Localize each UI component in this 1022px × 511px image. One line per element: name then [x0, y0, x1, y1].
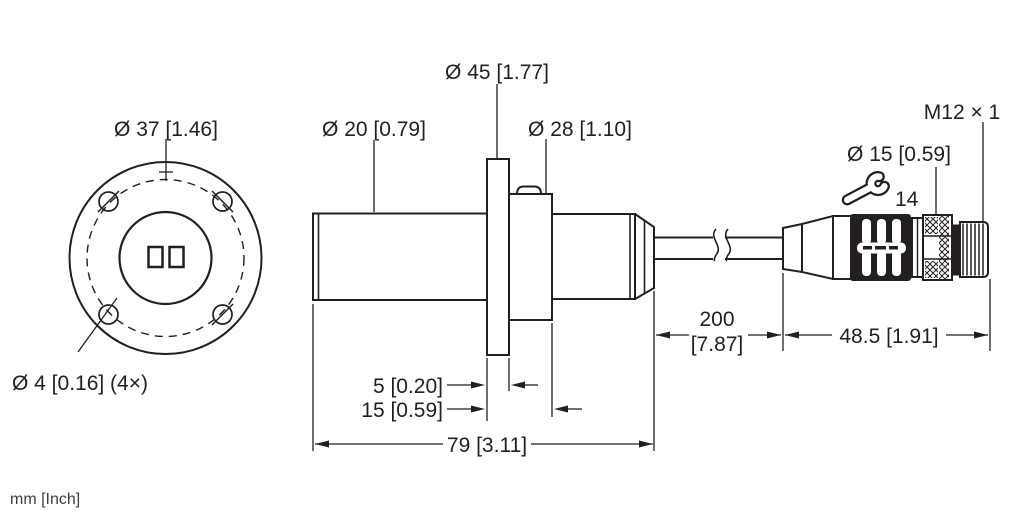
dim-arrow [785, 331, 799, 339]
knurl-texture [939, 216, 949, 279]
connector [782, 171, 989, 281]
sensor-face-element-left [147, 245, 164, 269]
flange-thickness-label: 5 [0.20] [373, 375, 443, 398]
dim-arrow [471, 381, 485, 389]
flange-outline [486, 158, 510, 356]
knurl-texture [925, 261, 938, 278]
flange-dia-label: Ø 45 [1.77] [445, 61, 549, 84]
mounting-hole-label: Ø 4 [0.16] (4×) [12, 372, 148, 395]
mounting-hole [212, 191, 233, 212]
dim-arrow [767, 331, 781, 339]
dimension-arrows [315, 331, 988, 448]
dim-arrow [974, 331, 988, 339]
dim-arrow [511, 381, 525, 389]
sensor-body-circle [118, 210, 213, 306]
labels: Ø 37 [1.46] Ø 4 [0.16] (4×) Ø 20 [0.79] … [10, 61, 1000, 508]
grip-groove [862, 251, 871, 276]
flange-section-label: 15 [0.59] [361, 399, 443, 422]
rear-housing-outline [551, 213, 636, 300]
body-dia-label: Ø 28 [1.10] [528, 118, 632, 141]
housing-end-cap [634, 213, 655, 300]
brand-mark [875, 246, 886, 250]
strain-relief-neck [832, 215, 853, 280]
dim-arrow [639, 440, 653, 448]
grip-groove [877, 219, 886, 244]
cable-break-icon [712, 228, 720, 262]
nut-dia-label: Ø 15 [0.59] [847, 143, 951, 166]
m12-thread-outline [959, 221, 989, 278]
strain-relief-taper [801, 214, 834, 281]
dim-arrow [471, 405, 485, 413]
cable-break-icon [724, 228, 732, 262]
dim-arrow [554, 405, 568, 413]
grip-groove [892, 251, 901, 276]
thread-collar [951, 224, 960, 276]
grip-groove [862, 219, 871, 244]
hole-slash [97, 190, 120, 213]
open-end-wrench-icon [841, 171, 890, 206]
bolt-circle-label: Ø 37 [1.46] [114, 118, 218, 141]
units-note: mm [Inch] [10, 491, 80, 508]
brand-mark [889, 246, 898, 250]
bolt-circle-dashed [86, 178, 245, 338]
thread-label: M12 × 1 [924, 101, 1000, 124]
dim-arrow [315, 440, 329, 448]
dimension-lines [312, 84, 991, 451]
cable-length-inch-label: [7.87] [691, 333, 744, 356]
knurl-texture [925, 217, 938, 234]
wrench-size-label: 14 [895, 188, 919, 211]
dim-arrow [656, 331, 670, 339]
m12-thread-lines [962, 223, 984, 276]
mounting-hole [98, 304, 119, 325]
mounting-hole [212, 304, 233, 325]
cable-gland-taper [782, 222, 803, 274]
barrel-dia-label: Ø 20 [0.79] [322, 118, 426, 141]
grip-groove [892, 219, 901, 244]
brand-mark [863, 246, 872, 250]
body-section-28 [508, 193, 553, 321]
flange-outer-circle [68, 161, 263, 355]
cable-length-mm-label: 200 [699, 308, 734, 331]
led-dome [516, 185, 542, 195]
sensor-face-element-right [168, 245, 185, 269]
grip-groove [877, 251, 886, 276]
mounting-hole [98, 191, 119, 212]
hole-slash [211, 303, 234, 326]
total-length-label: 79 [3.11] [447, 434, 527, 457]
cable [654, 228, 783, 262]
side-view [312, 158, 655, 356]
barrel-outline [312, 212, 488, 301]
leader-mounting-hole [77, 297, 118, 353]
connector-length-label: 48.5 [1.91] [839, 325, 938, 348]
front-view [68, 139, 263, 355]
hole-slash [211, 190, 234, 213]
